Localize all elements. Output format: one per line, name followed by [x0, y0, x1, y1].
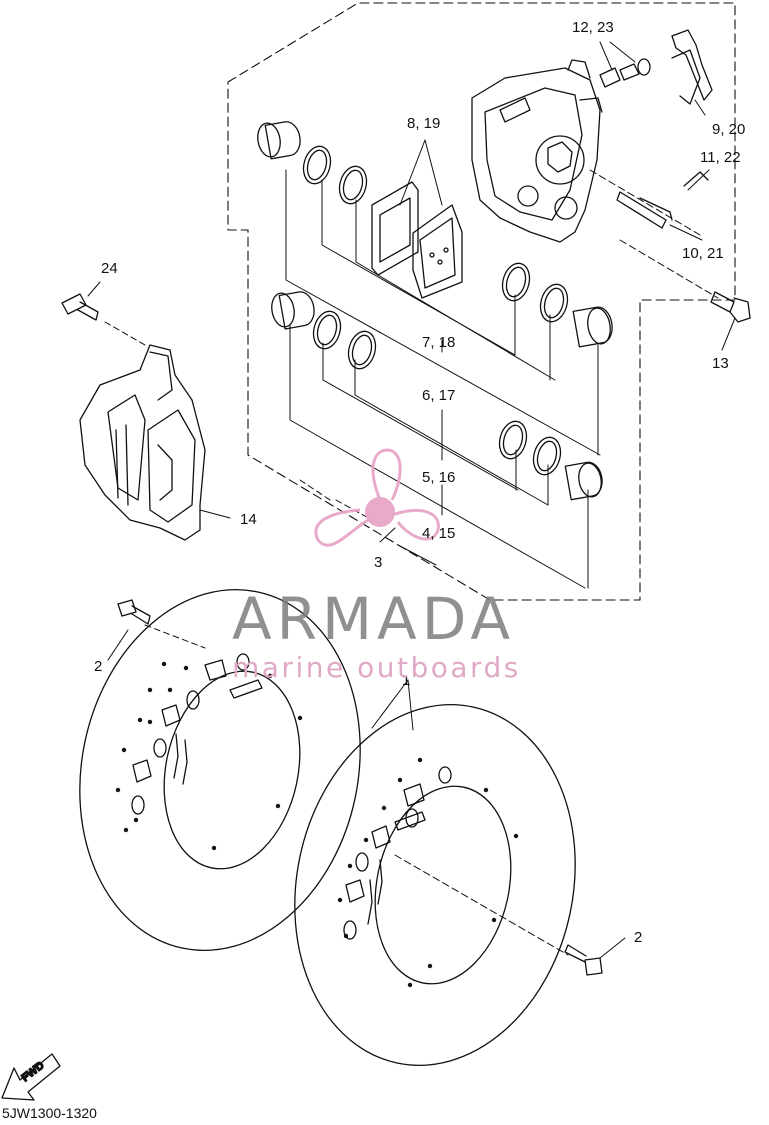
bolt-24: [61, 293, 99, 321]
piston-group-d: [564, 461, 603, 501]
caliper-body-upper: [471, 59, 603, 243]
callout-5-16: 5, 16: [422, 469, 456, 486]
bleeder-screw: [599, 58, 651, 88]
armada-logo: [314, 448, 440, 547]
callout-2-lower: 2: [634, 929, 643, 946]
fwd-arrow: FWD: [1, 1053, 61, 1101]
callout-14: 14: [240, 511, 257, 528]
brake-disc-front: [294, 704, 576, 1066]
callout-6-17: 6, 17: [422, 387, 456, 404]
diagram-code: 5JW1300-1320: [2, 1105, 97, 1121]
callout-24: 24: [101, 260, 118, 277]
piston-group-b: [271, 291, 315, 330]
caliper-bolt: [710, 291, 751, 323]
leader-lines: [87, 41, 736, 959]
callout-9-20: 9, 20: [712, 121, 746, 138]
brake-pad-pair: [371, 181, 463, 299]
assembly-boundary: [227, 2, 736, 601]
callout-7-18: 7, 18: [422, 334, 456, 351]
disc-drill-holes: [115, 661, 519, 988]
disc-bolt-lower: [564, 944, 603, 976]
piston-group-c: [572, 306, 613, 348]
watermark-title: ARMADA: [232, 585, 516, 653]
pad-spring: [671, 29, 713, 105]
pad-pin: [616, 171, 709, 229]
callout-3: 3: [374, 554, 383, 571]
callout-13: 13: [712, 355, 729, 372]
disc-bolt-upper: [117, 599, 151, 625]
callout-10-21: 10, 21: [682, 245, 724, 262]
callout-2-upper: 2: [94, 658, 103, 675]
piston-seals: [302, 145, 569, 476]
callout-8-19: 8, 19: [407, 115, 441, 132]
callout-11-22: 11, 22: [700, 149, 741, 166]
callout-1: 1: [402, 672, 411, 689]
caliper-body-left: [79, 344, 206, 541]
watermark-subtitle: marine outboards: [232, 651, 521, 684]
callout-12-23: 12, 23: [572, 19, 614, 36]
brake-disc-rear: [79, 589, 361, 951]
piston-group-a: [257, 121, 301, 160]
callout-4-15: 4, 15: [422, 525, 456, 542]
